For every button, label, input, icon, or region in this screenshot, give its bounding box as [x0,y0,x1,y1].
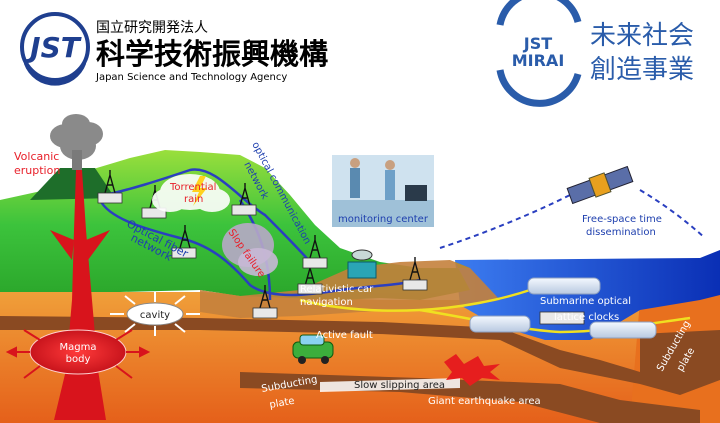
label-magma: Magma [60,342,97,353]
label-monitoring-center: monitoring center [338,214,429,225]
cavity [126,302,184,326]
jst-logo: JST [20,12,90,86]
navigation-station [347,249,377,279]
label-giant-earthquake: Giant earthquake area [428,396,541,407]
rain-cloud [152,174,230,212]
jst-mirai-logo: JST MIRAI [496,0,582,107]
cavity-arrows [110,292,200,336]
label-free-space: Free-space time [582,214,662,225]
slope-failure-cloud [222,223,278,276]
program-name-line2: 創造事業 [590,55,694,85]
header: JST 国立研究開発法人 科学技術振興機構 Japan Science and … [20,0,694,107]
label-volcanic-eruption-2: eruption [14,164,60,177]
giant-earthquake-burst [444,354,500,386]
clock-devices [97,192,428,319]
magma-system [5,170,151,420]
label-free-space-2: dissemination [586,227,656,238]
satellite-icon [566,165,634,205]
car-icon [292,334,334,364]
mirai-logo-jst: JST [523,34,552,53]
mirai-logo-mirai: MIRAI [512,51,565,70]
label-slow-slipping: Slow slipping area [354,380,445,391]
volcano-cone [30,168,115,200]
subducting-plate-right [640,330,720,395]
label-torrential-rain-2: rain [184,194,203,205]
label-active-fault: Active fault [316,330,373,341]
label-relativistic-car-2: navigation [300,297,353,308]
upper-crust-layer [0,316,640,384]
volcano-smoke [50,114,103,170]
monitoring-center-photo [332,155,434,227]
org-name-large: 科学技術振興機構 [96,37,328,71]
label-relativistic-car: Relativistic car [300,284,374,295]
label-volcanic-eruption: Volcanic [14,150,59,163]
lightning-icon [192,176,207,206]
label-magma-2: body [66,354,91,365]
program-name-line1: 未来社会 [590,21,694,51]
label-subducting-plate-left-2: plate [269,396,296,411]
label-submarine-clocks-2: lattice clocks [554,312,619,323]
submarine-clock-pipes [469,277,657,339]
label-cavity: cavity [140,310,170,321]
slow-slipping-band [320,378,460,392]
label-submarine-clocks: Submarine optical [540,296,631,307]
org-name-english: Japan Science and Technology Agency [95,72,287,83]
jst-logo-text: JST [25,31,82,64]
label-torrential-rain: Torrential [169,182,216,193]
org-name-small: 国立研究開発法人 [96,20,208,36]
